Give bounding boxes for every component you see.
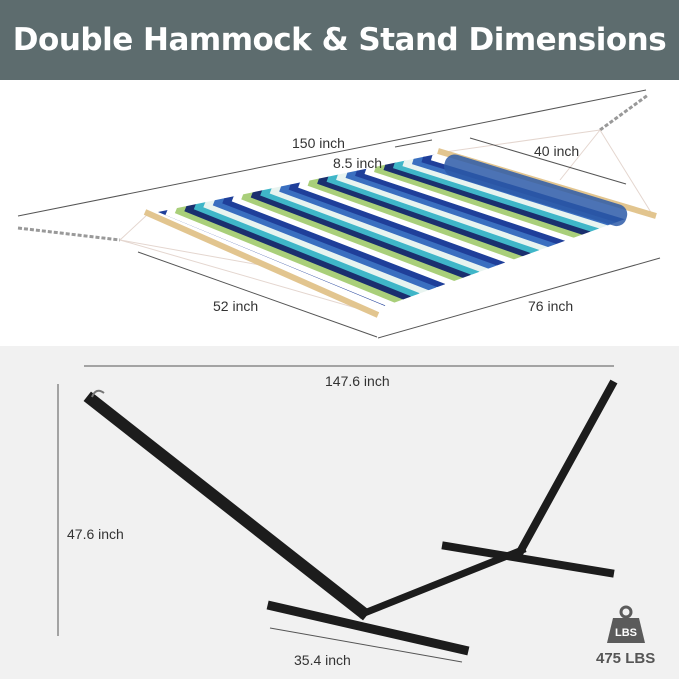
hammock-width-label: 52 inch <box>213 298 259 314</box>
stand-height-label: 47.6 inch <box>67 526 124 542</box>
page-title: Double Hammock & Stand Dimensions <box>12 22 667 58</box>
pillow-width-label: 40 inch <box>534 143 580 159</box>
left-spreader-bar <box>143 209 380 318</box>
header-banner: Double Hammock & Stand Dimensions <box>0 0 679 80</box>
pillow-height-label: 8.5 inch <box>333 155 383 171</box>
hammock-length-label: 150 inch <box>292 135 345 151</box>
hammock-stand <box>83 379 618 656</box>
weight-capacity: 475 LBS <box>596 650 656 667</box>
stand-length-label: 147.6 inch <box>325 373 390 389</box>
weight-icon: LBS <box>607 605 645 643</box>
bed-length-label: 76 inch <box>528 298 574 314</box>
pillow <box>444 154 628 227</box>
hook-icon <box>91 389 105 398</box>
dimension-lines <box>17 89 661 663</box>
right-chain <box>599 93 649 132</box>
ropes <box>119 129 653 313</box>
base-width-label: 35.4 inch <box>294 652 351 668</box>
weight-icon-label: LBS <box>615 627 637 639</box>
left-chain <box>17 226 121 242</box>
hammock-stripe <box>165 204 396 306</box>
